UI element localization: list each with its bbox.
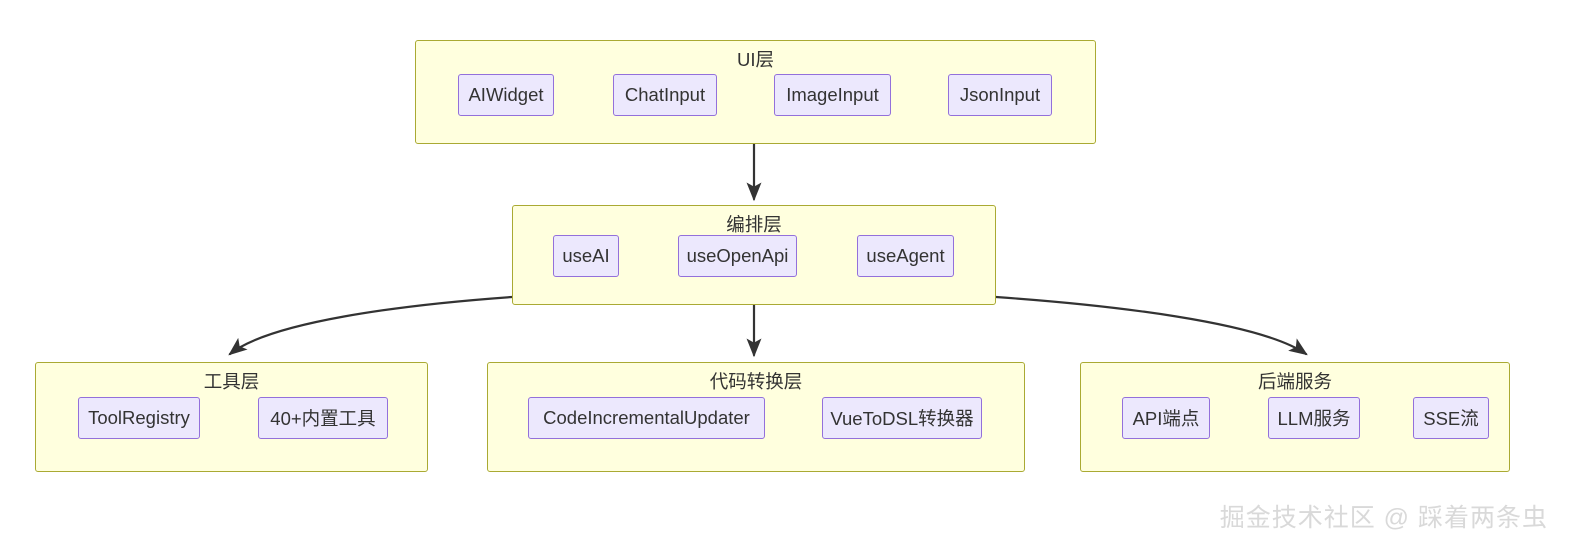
watermark: 掘金技术社区 @ 踩着两条虫: [1219, 504, 1548, 532]
cluster-title-backend: 后端服务: [1257, 371, 1332, 392]
cluster-title-codegen: 代码转换层: [709, 371, 803, 392]
cluster-title-orchestration: 编排层: [726, 214, 782, 235]
node-backend[interactable]: API端点: [1122, 397, 1210, 439]
cluster-title-tools: 工具层: [203, 371, 260, 392]
node-tools[interactable]: 40+内置工具: [258, 397, 388, 439]
node-ui[interactable]: JsonInput: [948, 74, 1052, 116]
cluster-title-ui: UI层: [736, 49, 774, 70]
node-orchestration[interactable]: useOpenApi: [678, 235, 797, 277]
node-codegen[interactable]: CodeIncrementalUpdater: [528, 397, 765, 439]
edge-orchestration-to-tools: [228, 295, 514, 356]
node-codegen[interactable]: VueToDSL转换器: [822, 397, 982, 439]
node-orchestration[interactable]: useAI: [553, 235, 619, 277]
node-backend[interactable]: LLM服务: [1268, 397, 1360, 439]
node-ui[interactable]: ChatInput: [613, 74, 717, 116]
node-ui[interactable]: ImageInput: [774, 74, 891, 116]
node-orchestration[interactable]: useAgent: [857, 235, 954, 277]
edge-orchestration-to-backend: [994, 295, 1308, 356]
node-ui[interactable]: AIWidget: [458, 74, 554, 116]
node-tools[interactable]: ToolRegistry: [78, 397, 200, 439]
node-backend[interactable]: SSE流: [1413, 397, 1489, 439]
